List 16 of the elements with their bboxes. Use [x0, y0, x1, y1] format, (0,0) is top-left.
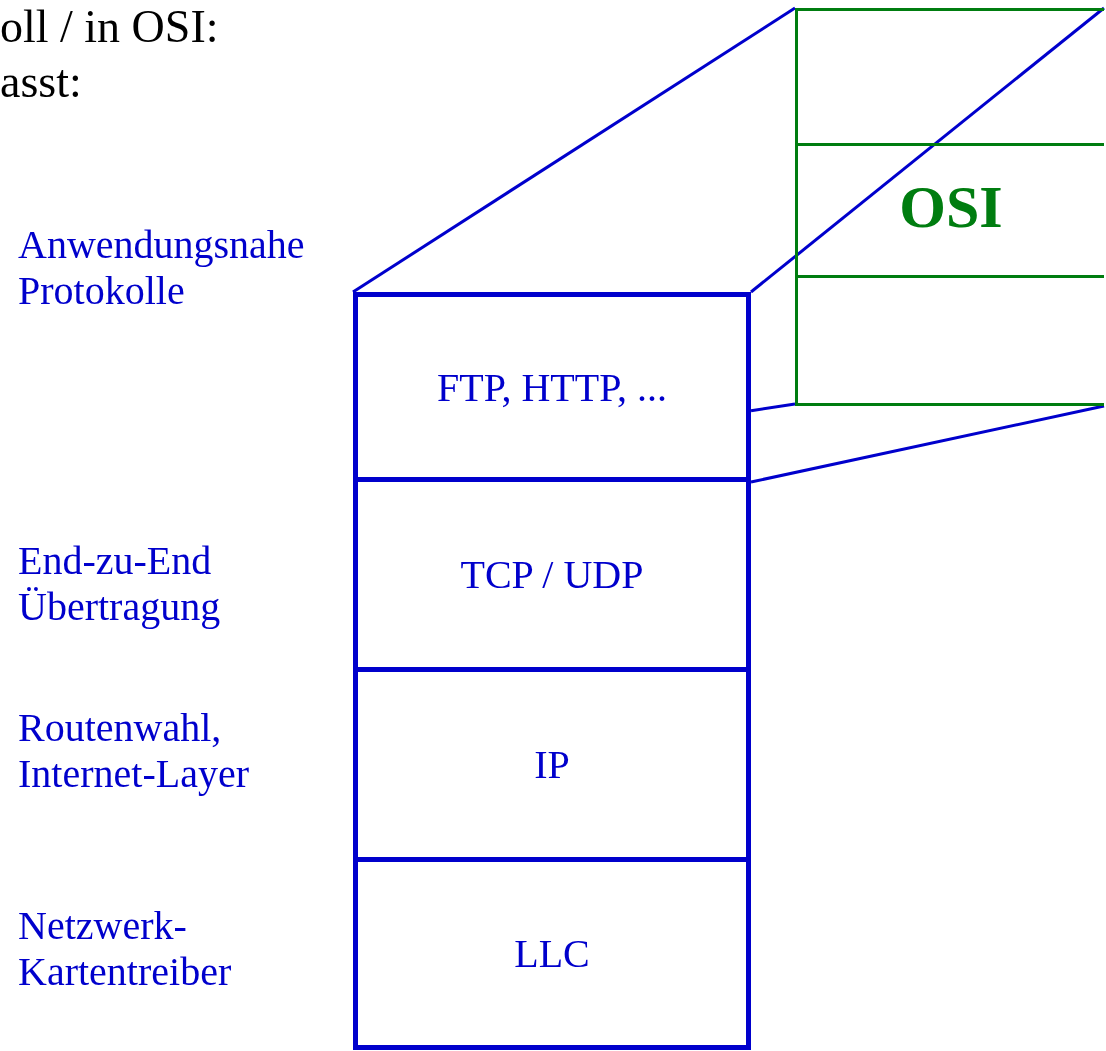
heading-text: asst: — [0, 55, 82, 108]
layer-protocols: FTP, HTTP, ... — [436, 363, 668, 411]
layer-protocols: LLC — [514, 930, 590, 977]
layer-description: End-zu-End Übertragung — [18, 538, 222, 630]
osi-stack-box — [795, 8, 1104, 406]
layer-description: Netzwerk- Kartentreiber — [18, 903, 233, 995]
layer-protocols: IP — [534, 741, 570, 788]
projection-line — [750, 6, 1105, 294]
projection-line — [750, 404, 1105, 484]
layer-description: Routenwahl, Internet-Layer — [18, 705, 250, 797]
layer-protocols: TCP / UDP — [460, 551, 644, 598]
heading-text: oll / in OSI: — [0, 0, 219, 53]
projection-line — [750, 402, 796, 413]
stack-title: OSI — [899, 172, 1003, 242]
layer-description: Anwendungsnahe Protokolle — [18, 222, 306, 314]
projection-line — [352, 6, 796, 294]
